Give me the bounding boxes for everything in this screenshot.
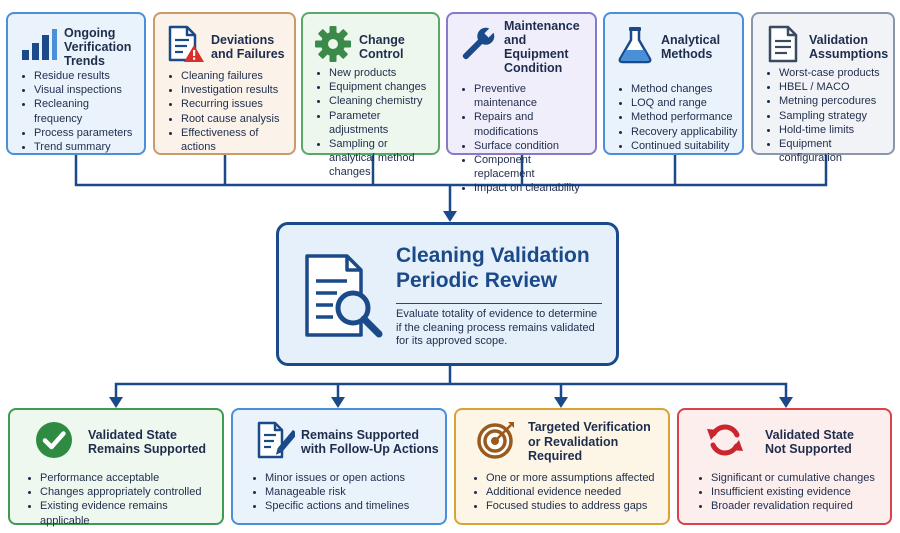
input-card-maintenance: Maintenance and Equipment Condition Prev… [446,12,597,194]
list-item: Equipment configuration [779,137,889,165]
list-item: Parameter adjustments [329,109,434,137]
outcome-item-list: Significant or cumulative changes Insuff… [699,471,886,514]
list-item: Cleaning failures [181,69,290,83]
input-item-list: Residue results Visual inspections Recle… [22,69,140,154]
list-item: Impact on cleanability [474,181,591,195]
outcome-card-validated-supported: Validated State Remains Supported Perfor… [8,408,224,528]
warning-document-icon [168,25,204,62]
outcome-card-follow-up: Remains Supported with Follow-Up Actions… [231,408,447,525]
check-circle-icon [36,422,72,458]
document-search-icon [305,254,383,338]
outcome-item-list: Performance acceptable Changes appropria… [28,471,218,528]
arrow-outcome-4 [779,397,793,408]
outcome-item-list: One or more assumptions affected Additio… [474,471,664,514]
flask-icon [618,27,652,64]
arrow-outcome-1 [109,397,123,408]
list-item: Significant or cumulative changes [711,471,886,485]
list-item: Focused studies to address gaps [486,499,664,513]
list-item: Sampling strategy [779,109,889,123]
outcome-card-targeted-verification: Targeted Verification or Revalidation Re… [454,408,670,525]
input-item-list: New products Equipment changes Cleaning … [317,66,434,180]
list-item: LOQ and range [631,96,738,110]
list-item: Continued suitability [631,139,738,153]
list-item: Performance acceptable [40,471,218,485]
list-item: Equipment changes [329,80,434,94]
input-title: Validation Assumptions [809,33,889,61]
input-card-analytical-methods: Analytical Methods Method changes LOQ an… [603,12,744,155]
list-item: Surface condition [474,139,591,153]
wrench-icon [462,27,495,60]
list-item: Repairs and modifications [474,110,591,138]
list-item: Manageable risk [265,485,441,499]
input-card-verification-trends: Ongoing Verification Trends Residue resu… [6,12,146,155]
list-item: Metning percodures [779,94,889,108]
list-item: Root cause analysis [181,112,290,126]
outcome-item-list: Minor issues or open actions Manageable … [253,471,441,514]
arrow-to-center [443,211,457,222]
input-item-list: Method changes LOQ and range Method perf… [619,82,738,153]
review-description: Evaluate totality of evidence to determi… [396,308,598,347]
list-item: Process parameters [34,126,140,140]
list-item: Trend summary [34,140,140,154]
input-title: Change Control [359,33,405,61]
list-item: Insufficient existing evidence [711,485,886,499]
gear-icon [315,26,351,62]
outcome-title: Validated State Not Supported [765,427,854,457]
list-item: Minor issues or open actions [265,471,441,485]
outcome-title: Remains Supported with Follow-Up Actions [301,427,439,457]
input-title: Deviations and Failures [211,33,285,61]
list-item: Method changes [631,82,738,96]
list-item: Recleaning frequency [34,97,140,125]
document-edit-icon [257,421,295,459]
outcome-title: Validated State Remains Supported [88,427,207,457]
target-icon [477,422,514,459]
list-item: Preventive maintenance [474,82,591,110]
input-title: Maintenance and Equipment Condition [504,19,580,75]
list-item: Hold-time limits [779,123,889,137]
input-card-validation-assumptions: Validation Assumptions Worst-case produc… [751,12,895,164]
input-item-list: Worst-case products HBEL / MACO Metning … [767,66,889,165]
input-title: Ongoing Verification Trends [64,26,132,68]
list-item: Residue results [34,69,140,83]
bar-chart-icon [22,29,57,60]
top-bus-line [74,155,828,187]
document-icon [768,25,798,63]
list-item: Method performance [631,110,738,124]
title-divider [396,303,602,304]
outcome-card-not-supported: Validated State Not Supported Significan… [677,408,892,525]
arrow-outcome-3 [554,397,568,408]
input-item-list: Cleaning failures Investigation results … [169,69,290,154]
list-item: Component replacement [474,153,591,181]
list-item: Specific actions and timelines [265,499,441,513]
arrow-outcome-2 [331,397,345,408]
input-card-change-control: Change Control New products Equipment ch… [301,12,440,178]
periodic-review-card: Cleaning Validation Periodic Review Eval… [276,222,619,366]
input-card-deviations: Deviations and Failures Cleaning failure… [153,12,296,155]
page-title: Cleaning Validation Periodic Review [396,244,590,292]
list-item: HBEL / MACO [779,80,889,94]
list-item: Cleaning chemistry [329,94,434,108]
list-item: One or more assumptions affected [486,471,664,485]
list-item: Additional evidence needed [486,485,664,499]
list-item: Broader revalidation required [711,499,886,513]
list-item: Visual inspections [34,83,140,97]
list-item: Sampling or analytical method changes [329,137,434,180]
list-item: Recurring issues [181,97,290,111]
outcome-title: Targeted Verification or Revalidation Re… [528,420,651,464]
list-item: Worst-case products [779,66,889,80]
list-item: Existing evidence remains applicable [40,499,218,527]
refresh-icon [707,424,743,456]
list-item: Changes appropriately controlled [40,485,218,499]
input-item-list: Preventive maintenance Repairs and modif… [462,82,591,196]
bottom-bus-line [114,382,788,398]
list-item: Effectiveness of actions [181,126,290,154]
list-item: Investigation results [181,83,290,97]
list-item: Recovery applicability [631,125,738,139]
input-title: Analytical Methods [661,33,721,61]
list-item: New products [329,66,434,80]
